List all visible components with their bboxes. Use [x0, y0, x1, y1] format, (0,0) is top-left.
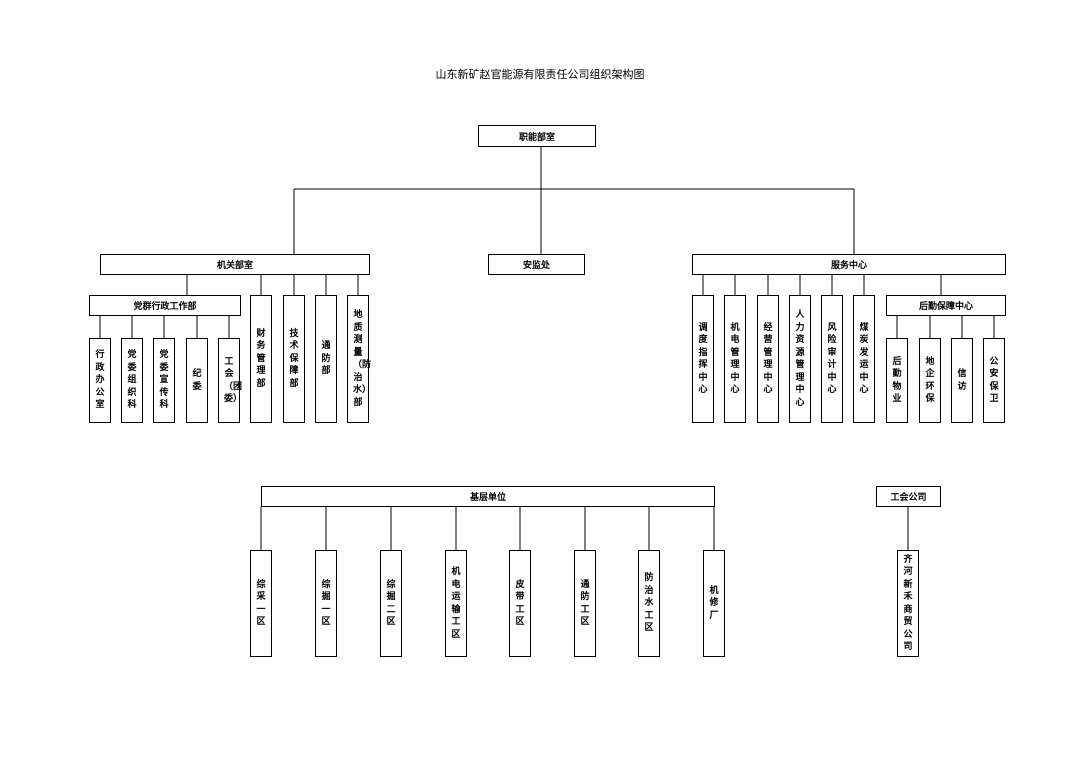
dangqun-item: 工会（团委） — [218, 338, 242, 423]
jiguan-item: 财务管理部 — [250, 295, 272, 423]
jiceng-item: 综采一区 — [250, 550, 272, 657]
dangqun-item: 行政办公室 — [89, 338, 111, 423]
fuwu-item: 经营管理中心 — [757, 295, 779, 423]
jiguan-item: 通防部 — [315, 295, 337, 423]
dangqun-item: 党委宣传科 — [153, 338, 175, 423]
jiguan-node: 机关部室 — [100, 254, 370, 275]
gonghui-node: 工会公司 — [876, 486, 941, 507]
gonghui-item: 齐河新禾商贸公司 — [897, 550, 919, 657]
fuwu-item: 调度指挥中心 — [692, 295, 714, 423]
jiceng-node: 基层单位 — [261, 486, 715, 507]
page-title: 山东新矿赵官能源有限责任公司组织架构图 — [435, 68, 645, 81]
root-node: 职能部室 — [478, 125, 596, 147]
fuwu-item: 煤炭发运中心 — [853, 295, 875, 423]
jiceng-item: 机电运输工区 — [445, 550, 467, 657]
houqin-item: 公安保卫 — [983, 338, 1005, 423]
jiceng-item: 防治水工区 — [638, 550, 660, 657]
anjian-node: 安监处 — [488, 254, 585, 275]
jiceng-item: 皮带工区 — [509, 550, 531, 657]
houqin-item: 信访 — [951, 338, 973, 423]
houqin-item: 地企环保 — [919, 338, 941, 423]
jiceng-item: 通防工区 — [574, 550, 596, 657]
jiceng-item: 机修厂 — [703, 550, 725, 657]
jiceng-item: 综掘二区 — [380, 550, 402, 657]
dangqun-item: 纪委 — [186, 338, 208, 423]
fuwu-item: 机电管理中心 — [724, 295, 746, 423]
jiceng-item: 综掘一区 — [315, 550, 337, 657]
dangqun-item: 党委组织科 — [121, 338, 143, 423]
houqin-node: 后勤保障中心 — [886, 295, 1006, 316]
fuwu-item: 人力资源管理中心 — [789, 295, 811, 423]
fuwu-node: 服务中心 — [692, 254, 1006, 275]
jiguan-item: 技术保障部 — [283, 295, 305, 423]
jiguan-item: 地质测量（防治水）部 — [347, 295, 371, 423]
dangqun-node: 党群行政工作部 — [89, 295, 241, 316]
houqin-item: 后勤物业 — [886, 338, 908, 423]
fuwu-item: 风险审计中心 — [821, 295, 843, 423]
